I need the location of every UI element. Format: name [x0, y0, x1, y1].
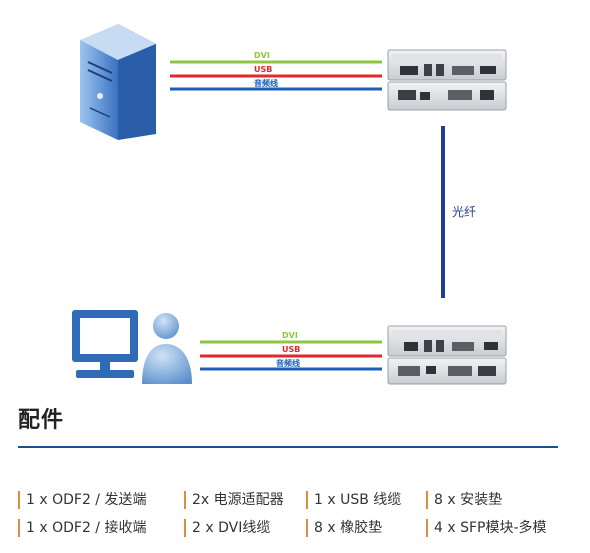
- dvi-label-bottom: DVI: [282, 331, 298, 340]
- server-tower-icon: [80, 24, 156, 140]
- dvi-label-top: DVI: [254, 51, 270, 60]
- connection-diagram: DVI USB 音频线 光纤 DVI USB 音频线: [72, 24, 507, 385]
- section-divider: [18, 446, 558, 448]
- accessory-item: 2 x DVI线缆: [184, 519, 306, 537]
- usb-label-top: USB: [254, 65, 272, 74]
- user-icon: [142, 313, 192, 384]
- accessories-title: 配件: [18, 408, 65, 433]
- accessory-item: 1 x ODF2 / 发送端: [18, 491, 184, 509]
- transmitter-device-icon: [387, 49, 507, 111]
- bottom-link-lines: DVI USB 音频线: [200, 331, 382, 371]
- monitor-icon: [72, 310, 138, 378]
- receiver-device-icon: [387, 325, 507, 385]
- audio-label-bottom: 音频线: [276, 358, 300, 368]
- audio-label-top: 音频线: [254, 78, 278, 88]
- accessory-item: 8 x 安装垫: [426, 491, 576, 509]
- accessory-item: 2x 电源适配器: [184, 491, 306, 509]
- accessories-list: 1 x ODF2 / 发送端 2x 电源适配器 1 x USB 线缆 8 x 安…: [18, 491, 576, 537]
- accessory-item: 1 x USB 线缆: [306, 491, 426, 509]
- fiber-label: 光纤: [452, 205, 476, 219]
- accessory-item: 1 x ODF2 / 接收端: [18, 519, 184, 537]
- accessory-item: 8 x 橡胶垫: [306, 519, 426, 537]
- accessory-item: 4 x SFP模块-多模: [426, 519, 576, 537]
- top-link-lines: DVI USB 音频线: [170, 51, 382, 91]
- usb-label-bottom: USB: [282, 345, 300, 354]
